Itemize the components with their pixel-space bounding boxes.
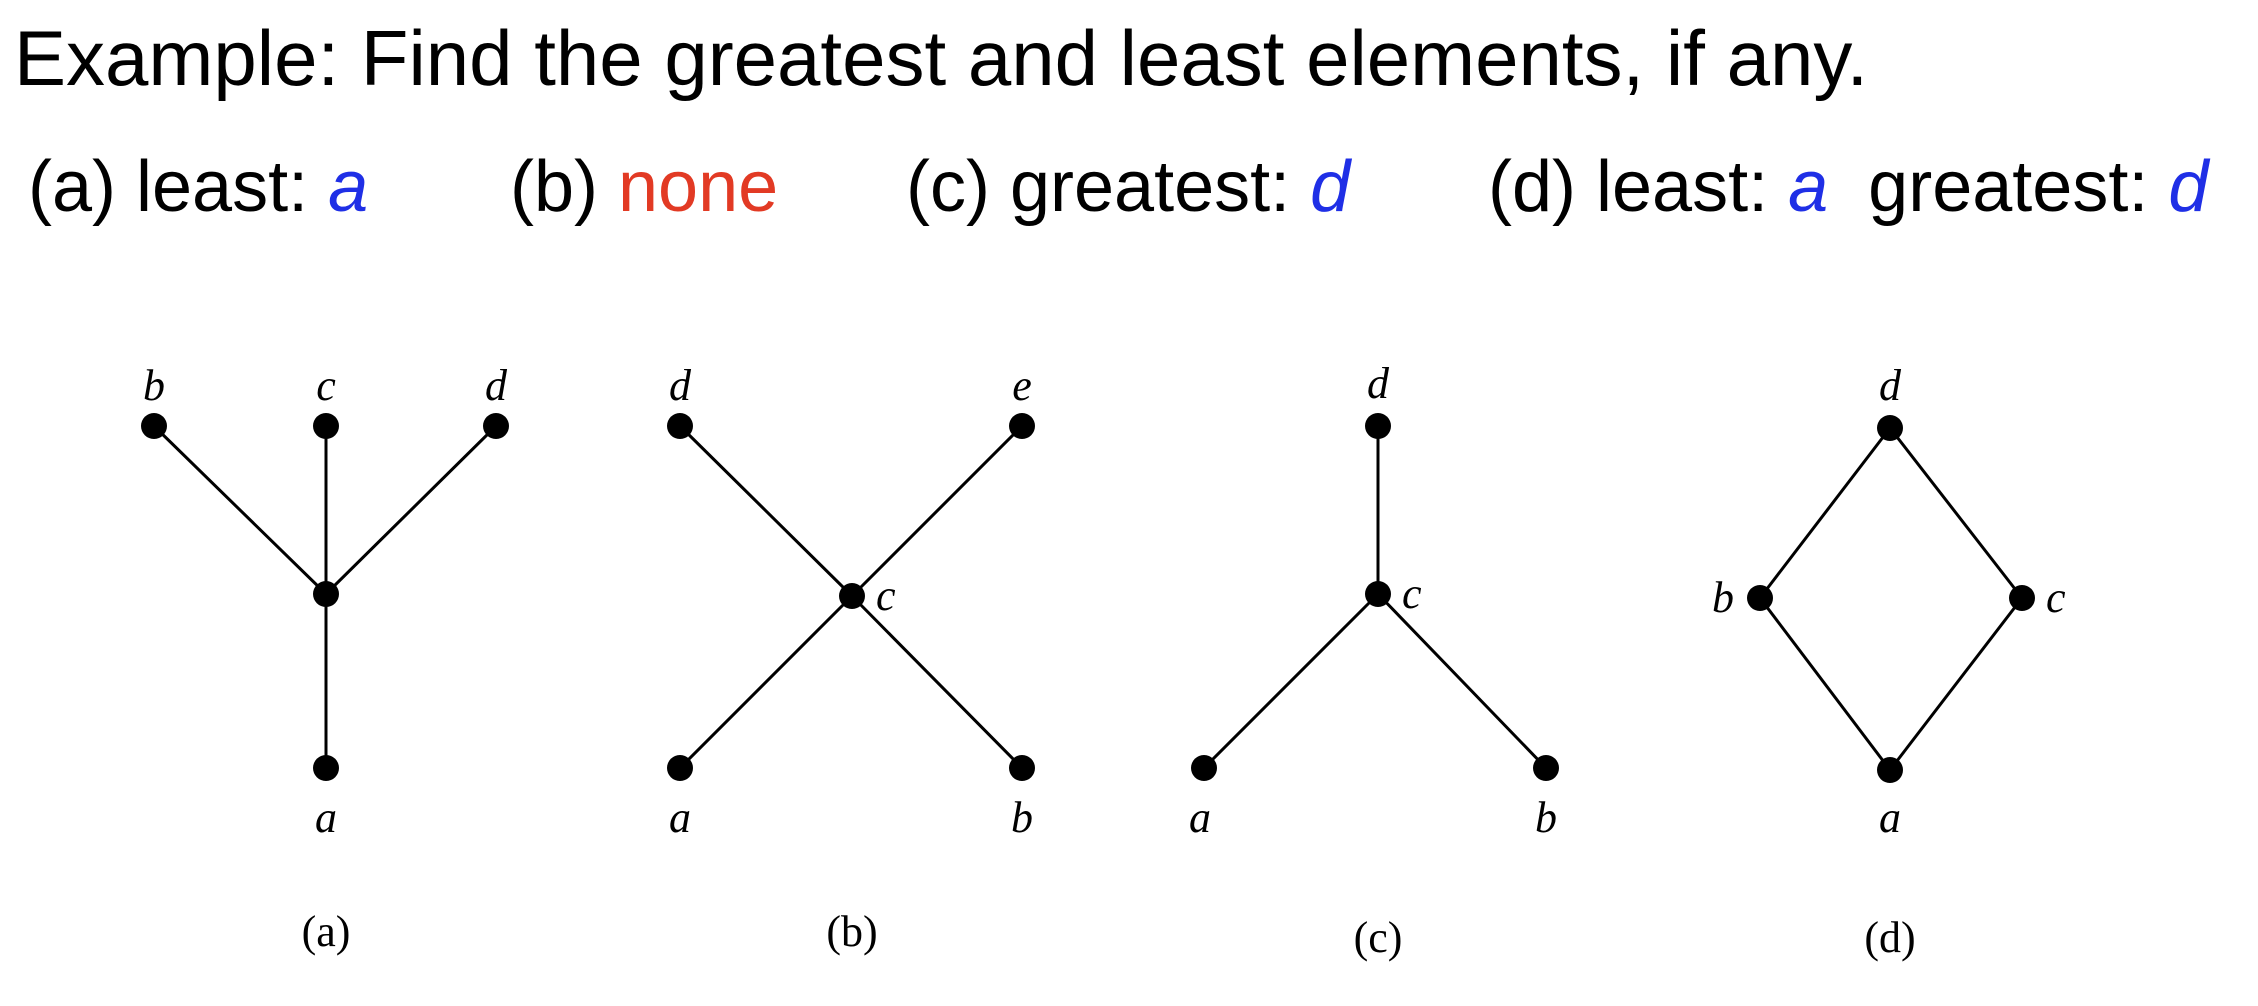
answer-b-prefix: (b) xyxy=(510,147,598,227)
answer-d-value: a xyxy=(1788,147,1829,227)
label-d: d xyxy=(485,361,508,410)
answer-b-value: none xyxy=(618,147,779,227)
label-b: b xyxy=(1712,573,1734,622)
caption-b: (b) xyxy=(826,907,877,956)
node-a xyxy=(667,755,693,781)
node-d xyxy=(1365,413,1391,439)
label-d: d xyxy=(1879,361,1902,410)
answer-a-value: a xyxy=(328,147,369,227)
label-e: e xyxy=(1012,361,1032,410)
diagram-b: d e c a b (b) xyxy=(667,361,1035,956)
node-b xyxy=(1533,755,1559,781)
caption-d: (d) xyxy=(1864,913,1915,962)
answer-d-prefix-2: greatest: xyxy=(1868,147,2149,227)
label-b: b xyxy=(143,361,165,410)
label-c: c xyxy=(876,571,896,620)
node-c xyxy=(839,583,865,609)
edge xyxy=(152,424,328,596)
label-c: c xyxy=(316,361,336,410)
node-c xyxy=(2009,585,2035,611)
answer-c: (c) greatest: d xyxy=(906,144,1350,230)
node-a xyxy=(1877,757,1903,783)
label-b: b xyxy=(1011,793,1033,842)
node-unlabeled xyxy=(313,581,339,607)
diagram-c: d c a b (c) xyxy=(1189,359,1559,962)
edge xyxy=(1758,427,1892,599)
edge xyxy=(1758,597,1892,771)
node-a xyxy=(313,755,339,781)
node-d xyxy=(1877,415,1903,441)
label-a: a xyxy=(1189,793,1211,842)
edge xyxy=(1888,427,2024,599)
label-b: b xyxy=(1535,793,1557,842)
node-b xyxy=(141,413,167,439)
edge xyxy=(324,424,498,596)
diagram-d: d b c a (d) xyxy=(1712,361,2066,962)
edge xyxy=(1376,592,1548,770)
node-b xyxy=(1009,755,1035,781)
edge xyxy=(678,594,854,770)
answer-a: (a) least: a xyxy=(28,144,368,230)
answer-a-prefix: (a) least: xyxy=(28,147,309,227)
label-a: a xyxy=(1879,793,1901,842)
edge xyxy=(850,424,1024,598)
edge xyxy=(850,594,1024,770)
label-c: c xyxy=(1402,569,1422,618)
node-d xyxy=(483,413,509,439)
node-b xyxy=(1747,585,1773,611)
label-d: d xyxy=(669,361,692,410)
answer-d-value-2: d xyxy=(2168,147,2209,227)
node-e xyxy=(1009,413,1035,439)
node-a xyxy=(1191,755,1217,781)
node-c xyxy=(313,413,339,439)
label-a: a xyxy=(669,793,691,842)
caption-a: (a) xyxy=(302,907,351,956)
edge xyxy=(1888,597,2024,771)
node-c xyxy=(1365,581,1391,607)
answer-c-value: d xyxy=(1310,147,1351,227)
label-c: c xyxy=(2046,573,2066,622)
diagram-a: b c d a (a) xyxy=(141,361,509,956)
label-a: a xyxy=(315,793,337,842)
edge xyxy=(1202,592,1380,770)
node-d xyxy=(667,413,693,439)
edge xyxy=(678,424,854,598)
label-d: d xyxy=(1367,359,1390,408)
answer-d-prefix: (d) least: xyxy=(1488,147,1769,227)
answer-b: (b) none xyxy=(510,144,778,230)
answer-d: (d) least: a greatest: d xyxy=(1488,144,2208,230)
page-title: Example: Find the greatest and least ele… xyxy=(14,14,1869,102)
caption-c: (c) xyxy=(1354,913,1403,962)
answer-c-prefix: (c) greatest: xyxy=(906,147,1291,227)
